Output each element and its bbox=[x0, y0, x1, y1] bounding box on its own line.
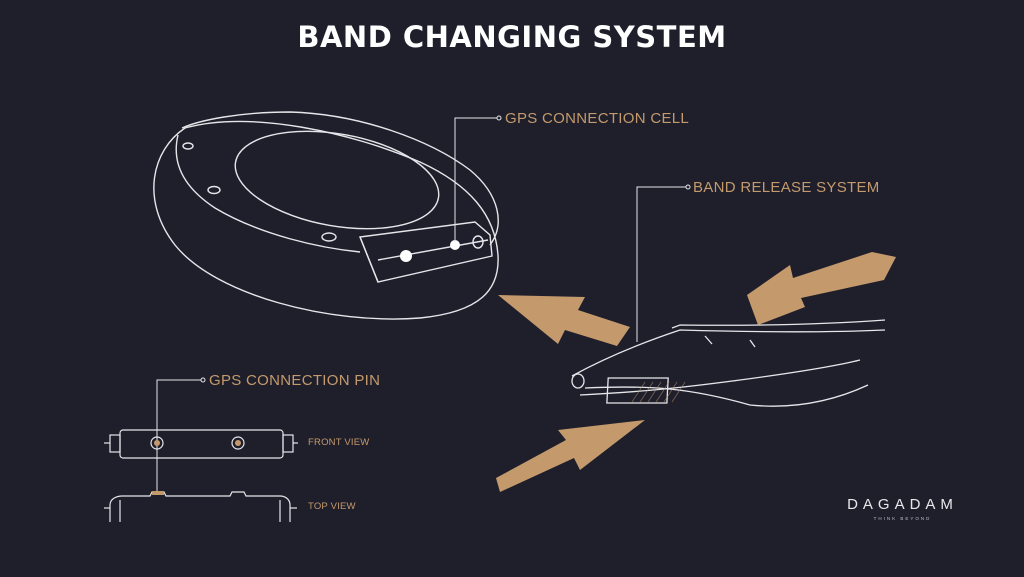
band-release-system-label: BAND RELEASE SYSTEM bbox=[693, 179, 880, 196]
brand-tagline: THINK BEYOND bbox=[873, 516, 932, 521]
front-view-label: FRONT VIEW bbox=[308, 437, 370, 448]
arrow-left-icon bbox=[498, 295, 630, 346]
arrow-down-left-icon bbox=[747, 252, 896, 325]
top-view-label: TOP VIEW bbox=[308, 501, 356, 512]
top-view-drawing bbox=[104, 491, 297, 522]
leader-lines bbox=[156, 117, 687, 495]
gps-pin-dot bbox=[400, 250, 412, 262]
front-view-drawing bbox=[104, 429, 298, 459]
gps-connection-cell-label: GPS CONNECTION CELL bbox=[505, 110, 690, 127]
band-drawing bbox=[571, 319, 886, 407]
page-title: BAND CHANGING SYSTEM bbox=[297, 20, 727, 54]
watch-body-drawing bbox=[153, 111, 499, 320]
arrow-up-right-icon bbox=[496, 420, 645, 492]
gps-pin-dot bbox=[450, 240, 460, 250]
brand-logo: DAGADAM bbox=[847, 496, 958, 513]
band-release-hatch bbox=[631, 381, 686, 403]
gps-connection-pin-label: GPS CONNECTION PIN bbox=[209, 372, 381, 389]
